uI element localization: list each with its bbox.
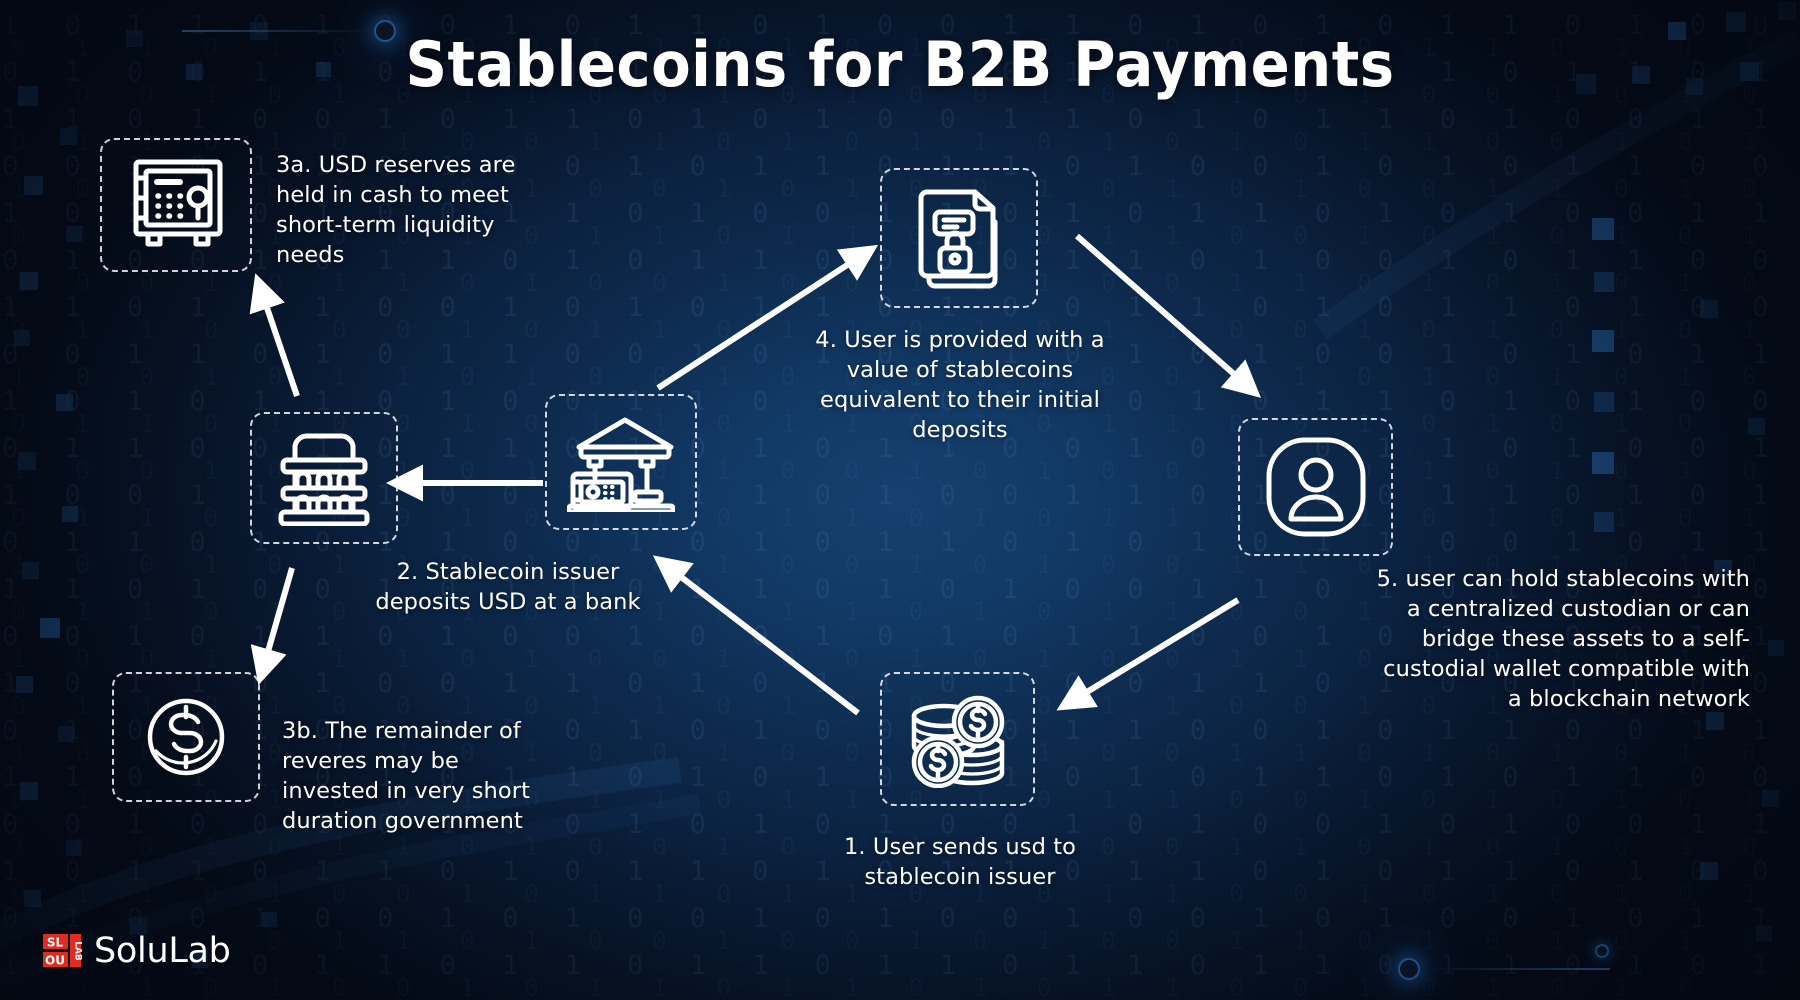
- caption-step-2: 2. Stablecoin issuer deposits USD at a b…: [375, 559, 641, 615]
- safe-vault-icon: [133, 159, 223, 247]
- coin-stack-icon: [911, 695, 1004, 788]
- arrow-bank-to-safe: [249, 273, 300, 397]
- card-coin-stack[interactable]: [880, 672, 1035, 806]
- svg-text:SL: SL: [47, 936, 64, 950]
- card-secure-ledger[interactable]: [880, 168, 1038, 308]
- card-bank-building[interactable]: [250, 412, 398, 544]
- glow-node-bottom-right: [1398, 958, 1420, 980]
- solulab-mark-icon: SL OU LAB: [42, 931, 83, 971]
- svg-text:LAB: LAB: [73, 941, 83, 961]
- arrow-user-to-coins: [1056, 597, 1240, 711]
- dollar-coin-icon: [147, 698, 225, 776]
- bank-building-icon: [278, 433, 370, 526]
- bank-with-safe-icon: [567, 417, 675, 512]
- user-avatar-icon: [1266, 437, 1365, 537]
- card-dollar-coin[interactable]: [112, 672, 260, 802]
- caption-step-3b: 3b. The remainder of reveres may be inve…: [282, 718, 531, 834]
- card-stablecoin-issuer[interactable]: [545, 394, 697, 530]
- caption-step-1: 1. User sends usd to stablecoin issuer: [843, 834, 1077, 890]
- card-user[interactable]: [1238, 418, 1393, 556]
- arrow-bank-to-dollar: [250, 567, 295, 686]
- caption-step-3a: 3a. USD reserves are held in cash to mee…: [276, 152, 516, 268]
- glow-node-bottom-right-2: [1595, 944, 1609, 958]
- arrow-coins-to-issuer: [652, 555, 860, 716]
- page-title: Stablecoins for B2B Payments: [405, 28, 1395, 101]
- secure-ledger-lock-icon: [918, 189, 998, 289]
- caption-step-5: 5. user can hold stablecoins with a cent…: [1376, 566, 1750, 712]
- card-safe-vault[interactable]: [100, 138, 252, 272]
- caption-step-4: 4. User is provided with a value of stab…: [815, 327, 1105, 443]
- brand-logo[interactable]: SL OU LAB SoluLab: [42, 931, 231, 971]
- brand-name: SoluLab: [94, 931, 231, 971]
- svg-text:OU: OU: [45, 954, 65, 968]
